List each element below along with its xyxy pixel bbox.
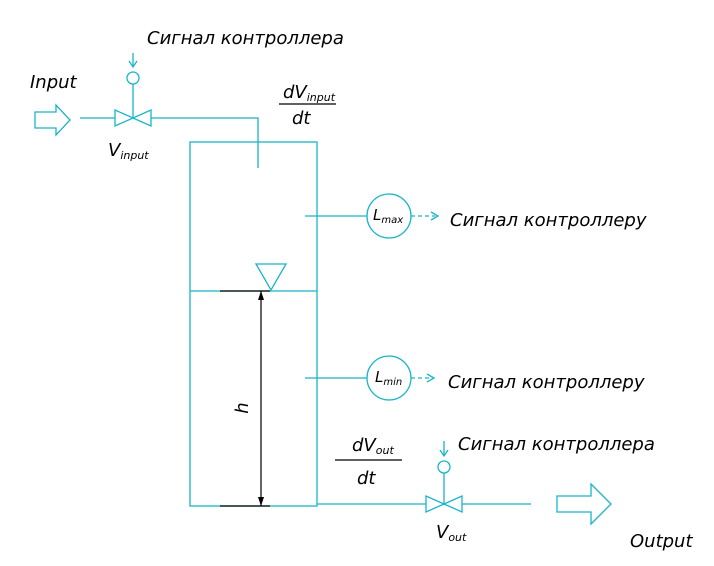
dv-out-numerator: dVout [352,435,394,457]
output-label: Output [630,531,693,552]
dv-input-numerator: dVinput [283,82,336,104]
lmin-label: Lmin [375,368,402,388]
dv-input-denominator: dt [292,108,311,129]
output-arrow [556,482,612,526]
tank [189,141,318,507]
input-arrow [34,103,71,137]
v-out-label: Vout [436,522,467,544]
lmin-signal-arrow [426,373,436,383]
h-label: h [232,402,253,413]
input-valve [114,53,152,128]
dv-out-denominator: dt [357,468,376,489]
controller-signal-top-label: Сигнал контроллера [147,28,344,49]
lmax-signal-label: Сигнал контроллеру [450,210,647,231]
level-marker-icon [254,263,288,292]
lmin-signal-label: Сигнал контроллеру [448,372,645,393]
v-input-label: Vinput [108,140,149,162]
input-label: Input [30,72,78,93]
output-valve [425,441,463,514]
lmax-label: Lmax [373,206,403,226]
lmax-signal-arrow [430,211,440,221]
h-arrow-top [258,291,264,300]
h-arrow-bottom [258,497,264,506]
controller-signal-bottom-label: Сигнал контроллера [458,434,655,455]
input-pipe-right [151,117,259,168]
